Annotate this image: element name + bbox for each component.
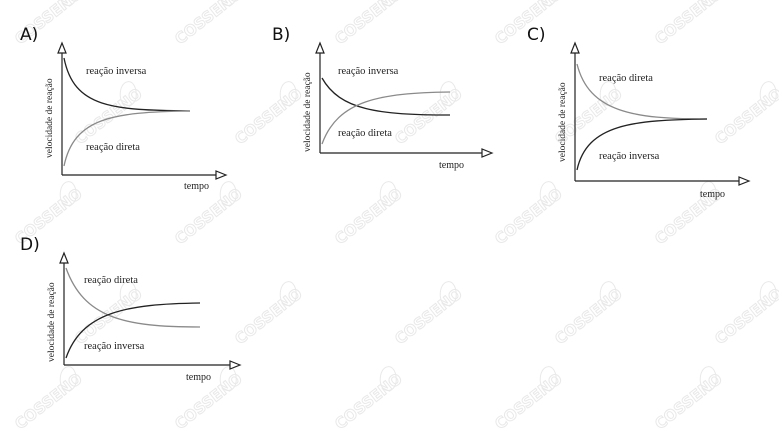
- svg-text:COSSENO: COSSENO: [551, 285, 625, 349]
- graph-option-a: reação inversa reação direta tempo veloc…: [45, 41, 228, 192]
- svg-text:COSSENO: COSSENO: [711, 285, 779, 349]
- upper-curve-label: reação direta: [84, 275, 138, 286]
- upper-curve-label: reação direta: [599, 73, 653, 84]
- forward-reaction-curve: [576, 63, 708, 120]
- graph-option-d: reação direta reação inversa tempo veloc…: [47, 251, 242, 383]
- x-axis-arrow: [738, 176, 751, 186]
- forward-reaction-curve: [65, 267, 201, 328]
- lower-curve-label: reação inversa: [84, 341, 145, 352]
- x-axis-label: tempo: [700, 189, 725, 200]
- y-axis-label: velocidade de reação: [45, 78, 55, 158]
- y-axis-arrow: [315, 41, 325, 54]
- graph-option-c: reação direta reação inversa tempo veloc…: [558, 41, 751, 200]
- watermark-tile: COSSENO: [651, 366, 726, 434]
- watermark-tile: COSSENO: [551, 281, 626, 349]
- y-axis-label: velocidade de reação: [303, 72, 313, 152]
- watermark-tile: COSSENO: [331, 181, 406, 249]
- svg-text:COSSENO: COSSENO: [491, 370, 565, 434]
- y-axis-arrow: [57, 41, 67, 54]
- option-a-letter: A): [20, 25, 39, 45]
- option-b-letter: B): [272, 25, 291, 45]
- reverse-reaction-curve: [65, 302, 201, 359]
- x-axis-arrow: [229, 360, 242, 370]
- x-axis-label: tempo: [439, 160, 464, 171]
- forward-reaction-curve: [321, 91, 451, 145]
- y-axis-arrow: [59, 251, 69, 264]
- x-axis-label: tempo: [184, 181, 209, 192]
- lower-curve-label: reação direta: [86, 142, 140, 153]
- watermark-tile: COSSENO: [391, 281, 466, 349]
- reverse-reaction-curve: [321, 77, 451, 116]
- forward-reaction-curve: [63, 110, 191, 167]
- svg-text:COSSENO: COSSENO: [651, 370, 725, 434]
- x-axis-label: tempo: [186, 372, 211, 383]
- y-axis-label: velocidade de reação: [558, 82, 568, 162]
- svg-text:COSSENO: COSSENO: [331, 370, 405, 434]
- watermark-tile: COSSENO: [331, 366, 406, 434]
- x-axis-arrow: [215, 170, 228, 180]
- svg-text:COSSENO: COSSENO: [231, 85, 305, 149]
- upper-curve-label: reação inversa: [86, 66, 147, 77]
- upper-curve-label: reação inversa: [338, 66, 399, 77]
- reverse-reaction-curve: [63, 57, 191, 112]
- watermark-tile: COSSENO: [711, 281, 779, 349]
- y-axis-label: velocidade de reação: [47, 282, 57, 362]
- graph-option-b: reação inversa reação direta tempo veloc…: [303, 41, 494, 171]
- option-d-letter: D): [20, 235, 40, 255]
- watermark-tile: COSSENO: [491, 366, 566, 434]
- option-c-letter: C): [527, 25, 546, 45]
- y-axis-arrow: [570, 41, 580, 54]
- svg-text:COSSENO: COSSENO: [331, 185, 405, 249]
- x-axis-arrow: [481, 148, 494, 158]
- reverse-reaction-curve: [576, 118, 708, 171]
- lower-curve-label: reação direta: [338, 128, 392, 139]
- svg-text:COSSENO: COSSENO: [391, 285, 465, 349]
- lower-curve-label: reação inversa: [599, 151, 660, 162]
